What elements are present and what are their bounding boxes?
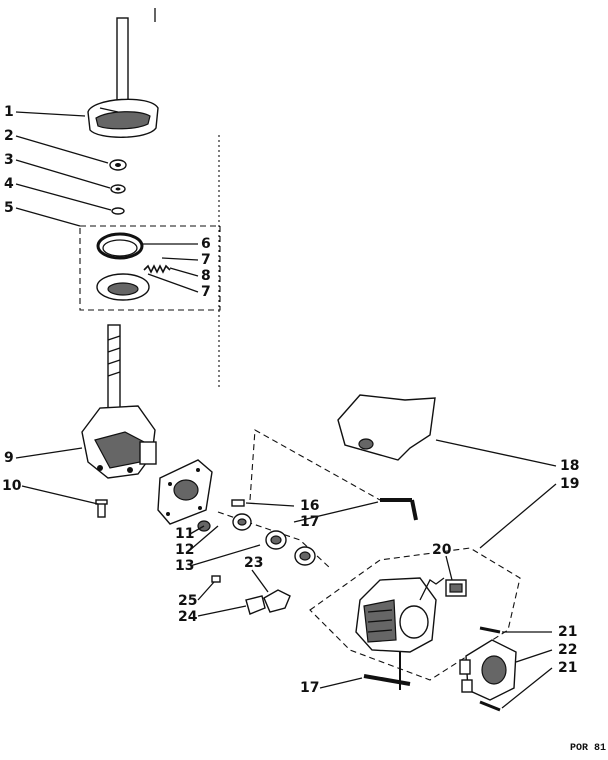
label-part-25: 25 <box>178 593 198 609</box>
label-part-8: 8 <box>201 268 211 284</box>
label-part-12: 12 <box>175 542 195 558</box>
reference-code: POR 81 <box>569 743 606 754</box>
part-11-seal-plate[interactable] <box>157 459 213 525</box>
label-part-5: 5 <box>4 200 14 216</box>
part-3-washer[interactable] <box>110 184 126 194</box>
part-9-gearcase[interactable] <box>81 324 157 479</box>
label-part-18: 18 <box>560 458 580 474</box>
label-part-13: 13 <box>175 558 195 574</box>
label-part-1: 1 <box>4 104 14 120</box>
part-13-bearing-a[interactable] <box>232 513 252 531</box>
label-part-17-upper: 17 <box>300 514 320 530</box>
part-17-rod-lower[interactable] <box>363 674 411 686</box>
part-18-cover-plate[interactable] <box>337 394 436 461</box>
label-part-4: 4 <box>4 176 14 192</box>
label-part-6: 6 <box>201 236 211 252</box>
part-8-spring[interactable] <box>143 264 171 274</box>
part-17-rod-upper[interactable] <box>380 498 418 521</box>
part-4-washer[interactable] <box>111 207 125 215</box>
part-13-bearing-c[interactable] <box>294 546 316 566</box>
part-20-switch[interactable] <box>445 579 467 597</box>
part-22-pump[interactable] <box>459 639 517 701</box>
leader-lines <box>15 111 557 709</box>
part-7-pulley[interactable] <box>96 273 150 301</box>
part-21-screw-lower[interactable] <box>479 700 501 712</box>
part-13-bearing-group <box>217 511 331 569</box>
label-part-24: 24 <box>178 609 198 625</box>
part-10-screw[interactable] <box>95 499 108 518</box>
label-part-7-upper: 7 <box>201 252 211 268</box>
part-21-screw-upper[interactable] <box>479 626 501 634</box>
part-19-motor-box <box>309 547 521 681</box>
label-part-3: 3 <box>4 152 14 168</box>
label-part-2: 2 <box>4 128 14 144</box>
label-part-21-upper: 21 <box>558 624 578 640</box>
part-5-kit-box <box>79 225 221 311</box>
part-24-clip[interactable] <box>245 595 266 615</box>
part-6-ring[interactable] <box>96 232 144 260</box>
label-part-20: 20 <box>432 542 452 558</box>
label-part-10: 10 <box>2 478 22 494</box>
part-16-screw[interactable] <box>231 499 245 507</box>
part-1-shaft-assembly[interactable] <box>87 17 159 138</box>
label-part-11: 11 <box>175 526 195 542</box>
label-part-7-lower: 7 <box>201 284 211 300</box>
label-part-16: 16 <box>300 498 320 514</box>
part-13-bearing-b[interactable] <box>265 530 287 550</box>
label-part-21-lower: 21 <box>558 660 578 676</box>
part-23-coupling[interactable] <box>263 589 291 613</box>
part-2-washer[interactable] <box>109 159 127 171</box>
label-part-22: 22 <box>558 642 578 658</box>
part-17-guide-line <box>249 429 381 501</box>
part-25-screw[interactable] <box>211 575 221 583</box>
label-part-17-lower: 17 <box>300 680 320 696</box>
label-part-9: 9 <box>4 450 14 466</box>
part-19-motor[interactable] <box>355 577 445 690</box>
label-part-23: 23 <box>244 555 264 571</box>
label-part-19: 19 <box>560 476 580 492</box>
